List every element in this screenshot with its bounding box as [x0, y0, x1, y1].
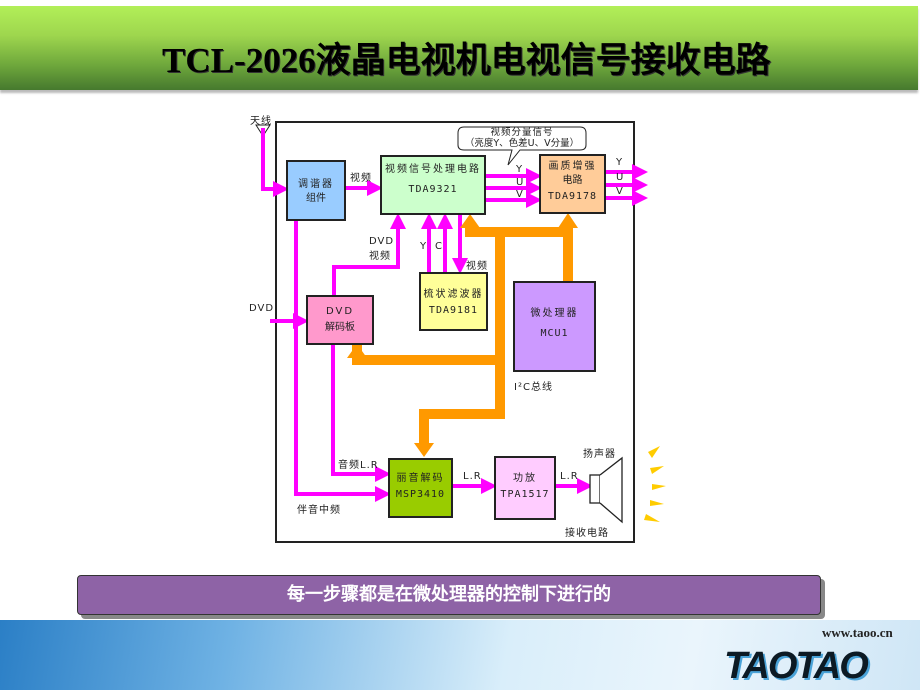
comb-filter-block: 梳状滤波器 TDA9181: [419, 272, 488, 331]
v-out-label: V: [616, 186, 624, 197]
audio-decoder-chip: MSP3410: [395, 489, 446, 500]
dvd-video-label2: 视频: [369, 251, 391, 262]
dvd-decoder-block: DVD 解码板: [306, 295, 374, 345]
comb-filter-chip: TDA9181: [428, 305, 479, 316]
receive-circuit-label: 接收电路: [565, 528, 609, 539]
mcu-block: 微处理器 MCU1: [513, 281, 596, 372]
footer-url: www.taoo.cn: [822, 625, 893, 640]
tuner-block: 调谐器 组件: [286, 160, 346, 221]
mcu-chip: MCU1: [540, 328, 569, 339]
dvd-decoder-label2: 解码板: [325, 322, 355, 333]
lr-label-1: L.R: [463, 471, 482, 482]
comb-video-label: 视频: [466, 261, 488, 272]
comb-filter-label: 梳状滤波器: [423, 289, 484, 300]
i2c-bus: [347, 213, 578, 457]
y-label: Y: [420, 241, 428, 252]
y-in-label: Y: [516, 164, 524, 175]
u-out-label: U: [616, 172, 625, 183]
video-label: 视频: [350, 173, 372, 184]
v-in-label: V: [516, 189, 524, 200]
callout-line1: 视频分量信号: [490, 127, 554, 138]
footer-band: [0, 620, 920, 690]
sound-if-wire: [294, 220, 391, 502]
dvd-audio-wire: [331, 344, 391, 482]
video-processor-chip: TDA9321: [408, 184, 458, 195]
enhance-label2: 电路: [562, 175, 583, 186]
y-out-label: Y: [616, 157, 624, 168]
dvd-video-wire: [332, 213, 406, 295]
dvd-input-label: DVD: [249, 303, 275, 314]
tuner-label: 调谐器: [298, 179, 334, 190]
enhance-block: 画质增强 电路 TDA9178: [539, 154, 606, 214]
enhance-label: 画质增强: [548, 161, 597, 172]
note-banner: 每一步骤都是在微处理器的控制下进行的: [77, 575, 821, 615]
video-processor-block: 视频信号处理电路 TDA9321: [380, 155, 486, 215]
video-processor-label: 视频信号处理电路: [385, 164, 481, 175]
tuner-label2: 组件: [306, 193, 326, 204]
callout-text: 视频分量信号 （亮度Y、色差U、V分量）: [458, 127, 586, 149]
antenna-wire: [261, 128, 289, 197]
audio-lr-label: 音频L.R: [338, 460, 379, 471]
dvd-video-label: DVD: [369, 236, 395, 247]
u-in-label: U: [516, 177, 525, 188]
taotao-logo: TAOTAO: [724, 645, 869, 687]
sound-if-label: 伴音中频: [297, 505, 341, 516]
header-band: TCL-2026液晶电视机电视信号接收电路: [0, 6, 918, 90]
antenna-icon: [255, 124, 271, 137]
diagram-frame: [275, 121, 635, 543]
enhance-chip: TDA9178: [547, 191, 598, 202]
amplifier-label: 功放: [513, 473, 537, 484]
antenna-label: 天线: [250, 116, 272, 127]
audio-decoder-block: 丽音解码 MSP3410: [388, 458, 453, 518]
i2c-label: I²C总线: [514, 382, 553, 393]
amplifier-chip: TPA1517: [500, 489, 550, 500]
mcu-label: 微处理器: [530, 308, 579, 319]
callout-bubble: [457, 126, 587, 166]
audio-decoder-label: 丽音解码: [396, 473, 445, 484]
sound-rays-icon: [644, 446, 666, 522]
c-label: C: [435, 241, 443, 252]
callout-line2: （亮度Y、色差U、V分量）: [464, 138, 580, 149]
amplifier-block: 功放 TPA1517: [494, 456, 556, 520]
dvd-decoder-label: DVD: [325, 306, 355, 317]
speaker-label: 扬声器: [583, 449, 616, 460]
slide-title: TCL-2026液晶电视机电视信号接收电路: [162, 41, 771, 80]
speaker-icon: [589, 456, 623, 524]
lr-label-2: L.R: [560, 471, 579, 482]
